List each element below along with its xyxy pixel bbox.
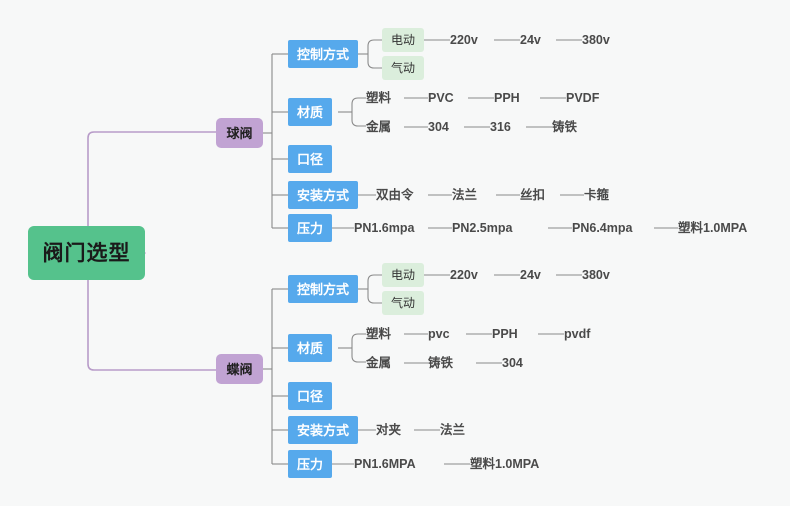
- leaf-ball-pressure-pn64: PN6.4mpa: [572, 220, 633, 235]
- branch-node-butterfly-valve[interactable]: 蝶阀: [216, 354, 263, 384]
- node-butterfly-caliber[interactable]: 口径: [288, 382, 333, 410]
- leaf-ball-metal-cast-iron: 铸铁: [552, 119, 578, 134]
- node-butterfly-control-electric[interactable]: 电动: [382, 263, 424, 287]
- root-node[interactable]: 阀门选型: [28, 226, 145, 280]
- leaf-butterfly-plastic-pvdf: pvdf: [564, 326, 591, 341]
- leaf-ball-metal-304: 304: [428, 119, 449, 134]
- leaf-butterfly-metal-cast-iron: 铸铁: [428, 355, 454, 370]
- leaf-ball-install-thread: 丝扣: [520, 187, 546, 202]
- leaf-ball-install-double-union: 双由令: [376, 187, 414, 202]
- leaf-ball-pressure-plastic10: 塑料1.0MPA: [678, 220, 748, 235]
- node-butterfly-control-method[interactable]: 控制方式: [288, 275, 359, 303]
- node-butterfly-material[interactable]: 材质: [288, 334, 333, 362]
- leaf-ball-install-clamp: 卡箍: [584, 187, 610, 202]
- leaf-butterfly-electric-380v: 380v: [582, 267, 610, 282]
- leaf-butterfly-electric-24v: 24v: [520, 267, 541, 282]
- leaf-ball-material-plastic: 塑料: [366, 90, 392, 105]
- branch-node-ball-valve[interactable]: 球阀: [216, 118, 263, 148]
- leaf-ball-plastic-pvdf: PVDF: [566, 90, 600, 105]
- node-butterfly-control-pneumatic[interactable]: 气动: [382, 291, 424, 315]
- node-ball-install-method[interactable]: 安装方式: [288, 181, 359, 209]
- node-ball-material[interactable]: 材质: [288, 98, 333, 126]
- leaf-butterfly-pressure-plastic10: 塑料1.0MPA: [470, 456, 540, 471]
- leaf-ball-pressure-pn16: PN1.6mpa: [354, 220, 415, 235]
- leaf-butterfly-plastic-pvc: pvc: [428, 326, 450, 341]
- node-butterfly-pressure[interactable]: 压力: [288, 450, 333, 478]
- node-ball-control-pneumatic[interactable]: 气动: [382, 56, 424, 80]
- node-ball-control-method[interactable]: 控制方式: [288, 40, 359, 68]
- node-butterfly-install-method[interactable]: 安装方式: [288, 416, 359, 444]
- leaf-ball-electric-220v: 220v: [450, 32, 478, 47]
- leaf-butterfly-material-plastic: 塑料: [366, 326, 392, 341]
- leaf-butterfly-install-flange: 法兰: [440, 422, 466, 437]
- leaf-ball-material-metal: 金属: [366, 119, 392, 134]
- node-ball-pressure[interactable]: 压力: [288, 214, 333, 242]
- node-ball-control-electric[interactable]: 电动: [382, 28, 424, 52]
- leaf-butterfly-pressure-pn16: PN1.6MPA: [354, 456, 416, 471]
- leaf-ball-install-flange: 法兰: [452, 187, 478, 202]
- leaf-ball-plastic-pph: PPH: [494, 90, 520, 105]
- leaf-butterfly-material-metal: 金属: [366, 355, 392, 370]
- leaf-ball-pressure-pn25: PN2.5mpa: [452, 220, 513, 235]
- node-ball-caliber[interactable]: 口径: [288, 145, 333, 173]
- leaf-ball-plastic-pvc: PVC: [428, 90, 454, 105]
- leaf-ball-metal-316: 316: [490, 119, 511, 134]
- leaf-butterfly-metal-304: 304: [502, 355, 523, 370]
- leaf-butterfly-electric-220v: 220v: [450, 267, 478, 282]
- leaf-ball-electric-380v: 380v: [582, 32, 610, 47]
- leaf-butterfly-install-wafer: 对夹: [376, 422, 402, 437]
- leaf-ball-electric-24v: 24v: [520, 32, 541, 47]
- leaf-butterfly-plastic-pph: PPH: [492, 326, 518, 341]
